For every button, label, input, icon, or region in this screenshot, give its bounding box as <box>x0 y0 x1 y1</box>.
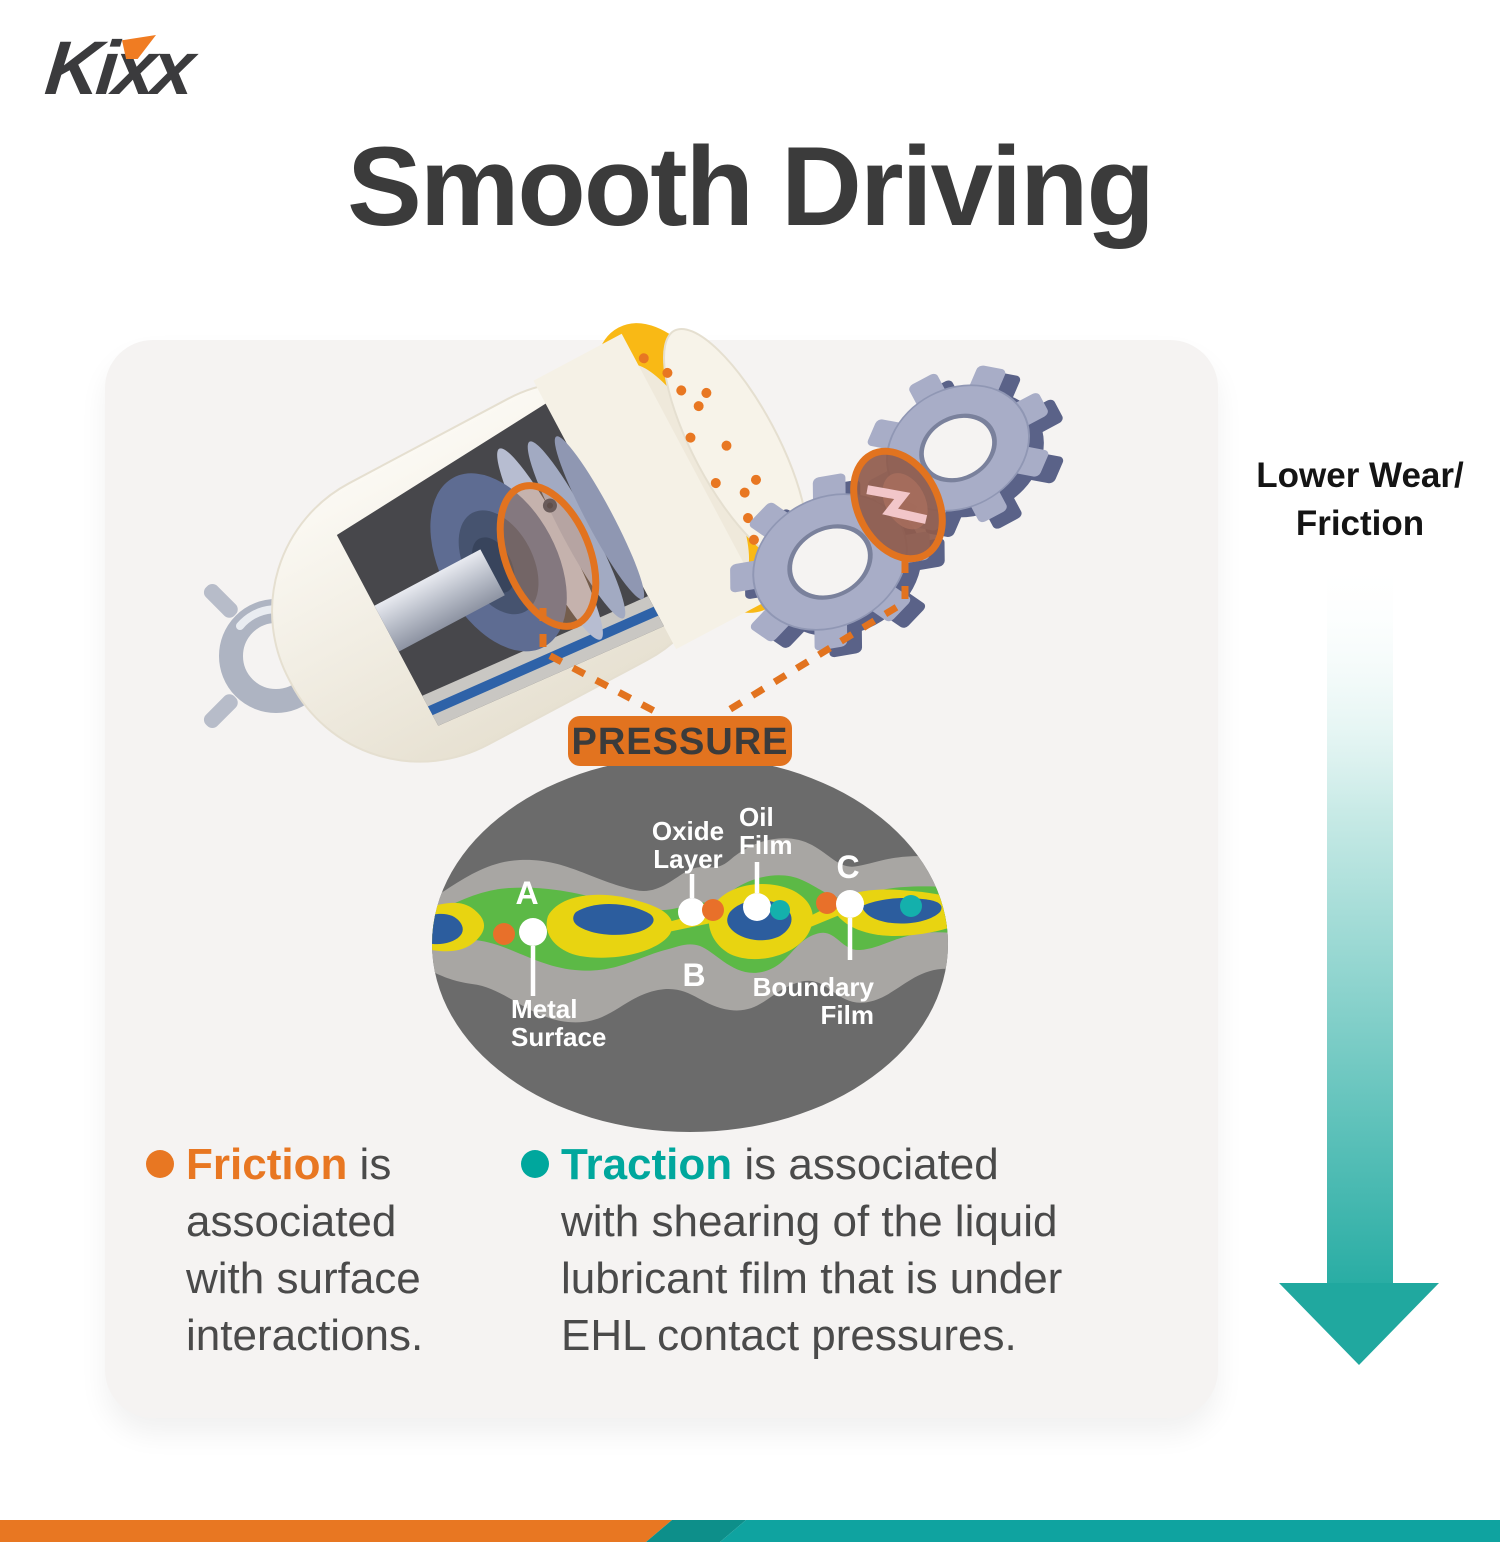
piston-contact-highlight <box>496 482 600 630</box>
arrow-head <box>1279 1283 1439 1365</box>
side-note-line1: Lower Wear/ <box>1256 456 1464 495</box>
traction-term: Traction <box>561 1140 733 1189</box>
label-point-c: C <box>836 849 859 885</box>
kixx-logo: Kixx <box>42 24 266 114</box>
friction-line-4: interactions. <box>186 1311 424 1360</box>
traction-bullet-dot <box>521 1150 549 1178</box>
friction-line-3: with surface <box>186 1254 421 1303</box>
label-oxide-layer-2: Layer <box>653 844 722 874</box>
callout-dash-right <box>722 560 909 716</box>
label-boundary-film-1: Boundary <box>753 972 875 1002</box>
bullet-friction: Friction is associated with surface inte… <box>146 1136 486 1364</box>
label-metal-surface-1: Metal <box>511 994 577 1024</box>
filter-dots <box>638 353 761 574</box>
footer-stripes <box>0 1520 1500 1542</box>
callout-dash-left <box>539 608 660 717</box>
label-boundary-film-2: Film <box>821 1000 874 1030</box>
label-metal-surface-2: Surface <box>511 1022 606 1052</box>
oil-film-pockets <box>432 884 948 960</box>
pressure-callout: PRESSURE <box>568 716 792 766</box>
side-note: Lower Wear/ Friction <box>1235 452 1485 548</box>
friction-bullet-dot <box>146 1150 174 1178</box>
traction-line-1: Traction is associated <box>561 1140 999 1189</box>
footer-stripe-dark-teal <box>646 1520 746 1542</box>
label-oil-film-1: Oil <box>739 802 774 832</box>
leader-lines <box>530 862 853 996</box>
label-point-a: A <box>515 875 538 911</box>
traction-line-4: EHL contact pressures. <box>561 1311 1017 1360</box>
label-oxide-layer-1: Oxide <box>652 816 724 846</box>
gear-right <box>867 365 1064 538</box>
label-oil-film-2: Film <box>739 830 792 860</box>
arrow-shaft <box>1327 557 1393 1284</box>
page-title: Smooth Driving <box>347 124 1155 249</box>
side-note-line2: Friction <box>1295 504 1425 543</box>
traction-line-2: with shearing of the liquid <box>561 1197 1058 1246</box>
gears-illustration <box>730 365 1064 658</box>
lower-wear-arrow <box>1279 557 1439 1365</box>
footer-stripe-teal <box>720 1520 1500 1542</box>
gear-mesh-highlight <box>850 447 946 563</box>
contact-zone-diagram: A B C Oxide Layer Oil Film Metal Surface… <box>432 716 948 1132</box>
friction-term: Friction <box>186 1140 348 1189</box>
footer-stripe-orange <box>0 1520 672 1542</box>
friction-line-2: associated <box>186 1197 397 1246</box>
label-point-b: B <box>682 957 705 993</box>
pressure-label: PRESSURE <box>571 721 788 763</box>
friction-line-1: Friction is <box>186 1140 392 1189</box>
bullet-traction: Traction is associated with shearing of … <box>521 1136 1171 1364</box>
marker-dots <box>493 890 922 946</box>
traction-line-3: lubricant film that is under <box>561 1254 1063 1303</box>
